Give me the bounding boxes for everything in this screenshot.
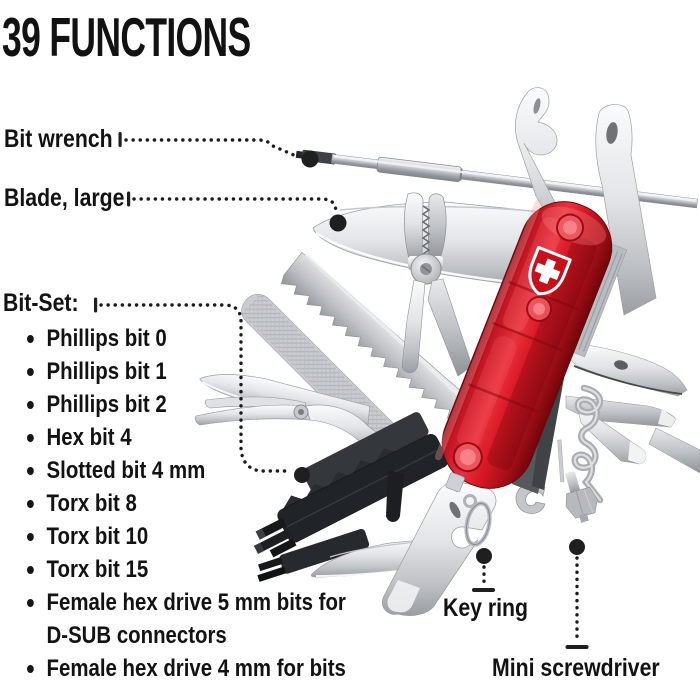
callout-blade-large: Blade, large <box>4 184 125 212</box>
leader-lines <box>94 132 589 649</box>
list-item: Slotted bit 4 mm <box>27 454 205 487</box>
bit-driver-arm <box>386 470 404 522</box>
bullet-icon <box>27 434 34 442</box>
right-scissors-blade <box>565 342 688 397</box>
rivet-circles <box>452 213 585 473</box>
leader-dot-bit-set <box>294 467 310 483</box>
bullet-icon <box>27 599 34 607</box>
pliers-tool <box>401 192 473 377</box>
handle-scale <box>441 201 613 489</box>
leader-dot-mini-screwdriver <box>569 539 585 555</box>
nail-file-tool <box>241 293 397 449</box>
leader-tick-bit-set <box>94 297 98 313</box>
bullet-icon <box>27 533 34 541</box>
list-item: Torx bit 15 <box>27 553 148 586</box>
leader-tick-blade <box>127 191 131 207</box>
list-item: Hex bit 4 <box>27 421 132 454</box>
list-item: Female hex drive 4 mm for bits <box>27 652 346 685</box>
leader-tick-mini-screwdriver <box>565 645 589 649</box>
leader-dot-key-ring <box>476 548 492 564</box>
cross-icon <box>534 258 561 285</box>
list-item: Phillips bit 1 <box>27 355 167 388</box>
callout-key-ring: Key ring <box>443 594 529 622</box>
leader-tick-bit-wrench <box>118 132 122 147</box>
bullet-icon <box>27 335 34 343</box>
keyring-tab <box>445 472 465 493</box>
list-item: Phillips bit 0 <box>27 322 167 355</box>
can-opener-tool <box>515 87 597 263</box>
bullet-icon <box>27 665 34 673</box>
scissors-tool <box>194 396 413 455</box>
bullet-icon <box>27 500 34 508</box>
bit-set-tool <box>254 412 449 582</box>
list-item: Female hex drive 5 mm bits for D-SUB con… <box>27 586 346 652</box>
knife-handle <box>434 199 628 493</box>
callout-bit-set: Bit-Set: <box>3 289 79 317</box>
list-item: Phillips bit 2 <box>27 388 167 421</box>
list-item: Torx bit 10 <box>27 520 148 553</box>
page-title: 39 FUNCTIONS <box>2 6 251 68</box>
key-ring-tool <box>463 494 492 547</box>
back-layer-dark <box>532 370 564 490</box>
leader-dot-bit-wrench <box>301 150 319 168</box>
callout-bit-wrench: Bit wrench <box>4 125 113 153</box>
pin-tool <box>557 439 565 483</box>
saw-tool <box>280 251 488 431</box>
leader-dot-blade <box>329 214 347 232</box>
bullet-icon <box>27 467 34 475</box>
reamer-tool <box>648 427 700 474</box>
list-item: Torx bit 8 <box>27 487 137 520</box>
leader-tick-key-ring <box>472 588 495 592</box>
cap-lifter-tool <box>595 104 657 316</box>
bullet-icon <box>27 566 34 574</box>
callout-mini-screwdriver: Mini screwdriver <box>492 654 660 682</box>
victorinox-shield-logo <box>528 245 572 296</box>
corkscrew-tool <box>571 384 604 504</box>
mini-screwdriver-tool <box>565 471 598 523</box>
bullet-icon <box>27 368 34 376</box>
bullet-icon <box>27 401 34 409</box>
